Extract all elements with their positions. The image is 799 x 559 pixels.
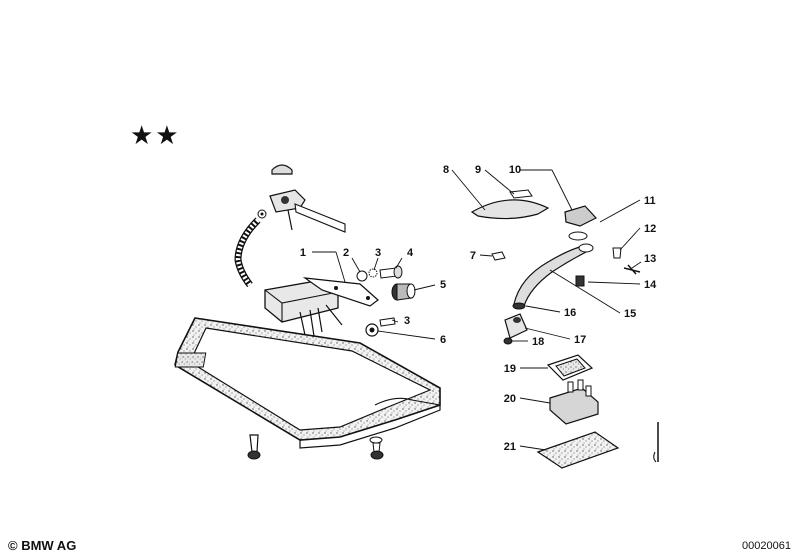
switch-block-part-20 — [549, 379, 599, 425]
callout-10: 10 — [509, 164, 521, 176]
lower-nut — [365, 317, 396, 337]
knob-part-17 — [504, 313, 528, 339]
flexible-hose — [234, 217, 261, 288]
diagram-code: 00020061 — [742, 540, 791, 552]
callout-3: 3 — [375, 247, 381, 259]
callout-9: 9 — [475, 164, 481, 176]
callout-17: 17 — [574, 334, 586, 346]
washer-part-16 — [512, 302, 526, 310]
callout-14: 14 — [644, 279, 657, 291]
frame-part-19 — [546, 354, 594, 381]
leader-lines — [312, 169, 642, 451]
callout-13: 13 — [644, 253, 656, 265]
callout-16: 16 — [564, 307, 576, 319]
switch-housing — [564, 205, 597, 241]
callout-19: 19 — [504, 363, 516, 375]
cover-plate — [470, 199, 550, 220]
callout-4: 4 — [407, 247, 414, 259]
screw-bottom-left — [247, 434, 261, 460]
callout-21: 21 — [504, 441, 516, 453]
valve-bracket — [269, 189, 346, 233]
callout-6: 6 — [440, 334, 446, 346]
lever-arm — [513, 243, 594, 307]
mounting-bracket — [302, 277, 379, 307]
callout-7: 7 — [470, 250, 476, 262]
callout-18: 18 — [532, 336, 544, 348]
screw-part-12 — [612, 247, 622, 259]
hose-cap — [271, 164, 293, 175]
callout-12: 12 — [644, 223, 656, 235]
callouts: 1 2 3 4 5 3 6 8 9 10 11 12 7 13 14 15 16… — [300, 164, 657, 453]
screw-part-7 — [491, 251, 506, 261]
screw-bottom-middle — [369, 436, 384, 460]
pad-part-21 — [536, 431, 620, 469]
callout-11: 11 — [644, 195, 656, 207]
callout-8: 8 — [443, 164, 449, 176]
callout-2: 2 — [343, 247, 349, 259]
star-rating-marks: ★★ — [130, 120, 181, 150]
callout-20: 20 — [504, 393, 516, 405]
hose-nut — [257, 209, 267, 219]
callout-3b: 3 — [404, 315, 410, 327]
screw-part-18 — [503, 337, 513, 345]
edge-bracket — [653, 422, 659, 463]
screw-part-14 — [575, 275, 585, 287]
floor-mat-panel — [174, 317, 441, 449]
callout-5: 5 — [440, 279, 446, 291]
control-unit — [264, 279, 343, 337]
bolt-assembly — [356, 265, 403, 282]
callout-1: 1 — [300, 247, 306, 259]
rubber-grommet — [391, 283, 416, 301]
clip-part-9 — [509, 189, 533, 199]
copyright-label: © BMW AG — [8, 538, 77, 553]
callout-15: 15 — [624, 308, 636, 320]
clip-part-13 — [623, 264, 641, 275]
